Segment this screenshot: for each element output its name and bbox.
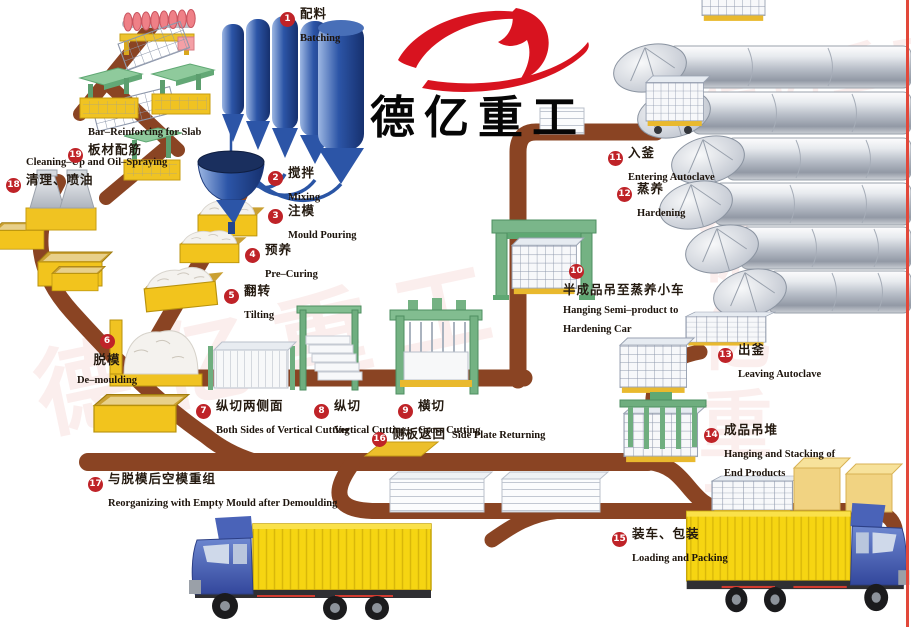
logo-brand-text: 德亿重工 bbox=[370, 91, 587, 144]
vertical-side-cutter bbox=[208, 341, 298, 390]
mould-boxes bbox=[0, 199, 265, 433]
delivery-truck-right bbox=[685, 502, 911, 613]
delivery-truck-left bbox=[188, 515, 432, 621]
raw-material-silos bbox=[222, 16, 364, 184]
bar-reinforcing-table bbox=[123, 127, 183, 181]
hanging-crane bbox=[491, 219, 597, 300]
autoclaves bbox=[613, 43, 911, 318]
autoclave-cylinder bbox=[685, 224, 911, 274]
packed-slab-stacks bbox=[388, 471, 803, 515]
autoclave-cylinder bbox=[671, 135, 911, 185]
hardening-car bbox=[645, 0, 773, 134]
mesh-welding-table bbox=[151, 63, 215, 115]
packed-product-cubes bbox=[792, 457, 904, 513]
vertical-cutter bbox=[296, 305, 363, 391]
stacking-clamp-station bbox=[619, 392, 707, 463]
steel-mesh-sheet bbox=[117, 20, 191, 71]
cross-cutter bbox=[389, 298, 483, 395]
autoclave-cylinder bbox=[713, 268, 911, 318]
autoclave-cylinder bbox=[613, 43, 911, 93]
autoclave-cylinder bbox=[659, 180, 911, 230]
pouring-mixer bbox=[197, 34, 343, 234]
cleaning-oil-spraying-hoppers bbox=[25, 169, 97, 231]
side-plate-stack bbox=[539, 107, 585, 135]
logo-swoosh-icon bbox=[398, 8, 589, 92]
red-border-line bbox=[906, 0, 909, 627]
